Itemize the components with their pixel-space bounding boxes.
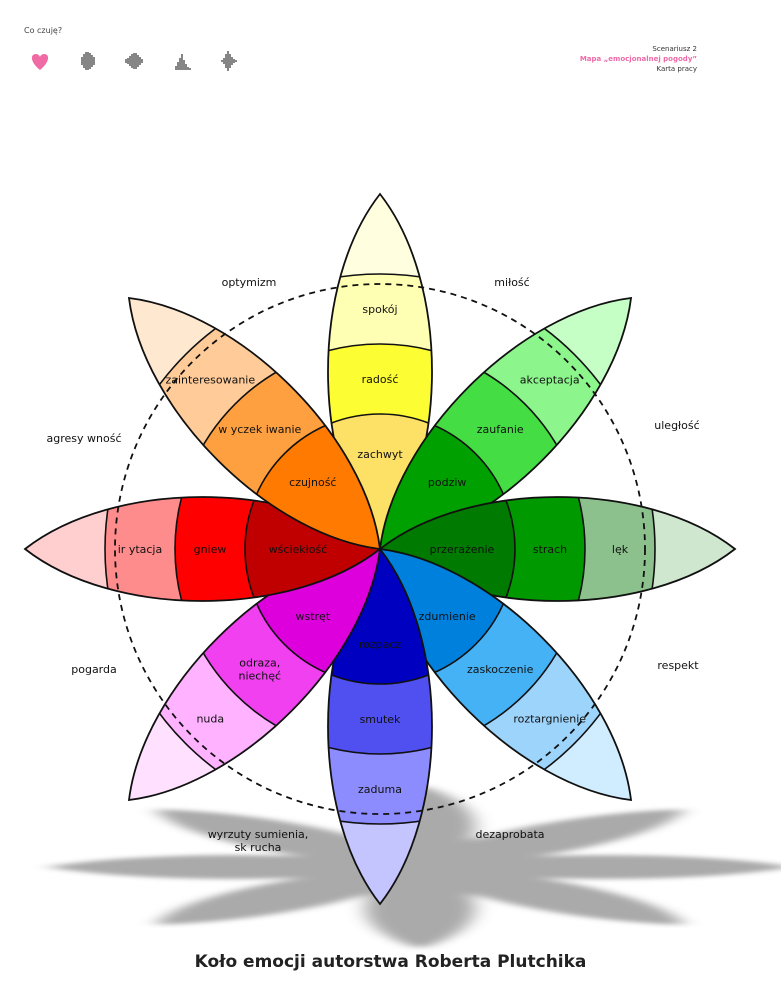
emotion-label: rozpacz xyxy=(359,638,402,651)
emotion-label: zachwyt xyxy=(357,448,403,461)
dyad-label: pogarda xyxy=(71,663,117,676)
dyad-label: dezaprobata xyxy=(475,828,544,841)
sound-wave-icon xyxy=(125,53,143,69)
emotion-label: w yczek iwanie xyxy=(218,423,301,436)
emotion-label: lęk xyxy=(612,543,629,556)
sound-wave-icon xyxy=(221,51,237,71)
wheel-shadow xyxy=(47,785,781,949)
emotion-label: czujność xyxy=(289,476,336,489)
dyad-ring xyxy=(114,283,646,815)
icon-row xyxy=(28,48,250,74)
dyad-label: agresy wność xyxy=(47,432,122,445)
bar-wave-icon xyxy=(175,54,191,70)
emotion-label: strach xyxy=(533,543,567,556)
emotion-label: radość xyxy=(362,373,399,386)
dyad-label: uległość xyxy=(654,419,699,432)
petal-top-left xyxy=(92,261,417,586)
dyad-label: optymizm xyxy=(222,276,277,289)
emotion-label: akceptacja xyxy=(520,373,580,386)
emotion-label: zaufanie xyxy=(477,423,524,436)
emotion-label: smutek xyxy=(360,713,401,726)
emotion-label: wściekłość xyxy=(269,543,328,556)
emotion-label: spokój xyxy=(362,303,397,316)
page-question: Co czuję? xyxy=(24,26,63,35)
heart-icon xyxy=(31,54,49,70)
emotion-label: podziw xyxy=(428,476,467,489)
emotion-label: zaskoczenie xyxy=(467,663,534,676)
emotion-label: gniew xyxy=(194,543,227,556)
dyad-label: wyrzuty sumienia,sk rucha xyxy=(208,828,309,854)
scenario-title: Mapa „emocjonalnej pogody” xyxy=(579,55,697,63)
emotion-label: nuda xyxy=(196,713,224,726)
dyad-label: respekt xyxy=(657,659,699,672)
emotion-label: ir ytacja xyxy=(118,543,162,556)
emotion-label: wstręt xyxy=(295,610,330,623)
dyad-label: miłość xyxy=(494,276,529,289)
scenario-header: Scenariusz 2 Mapa „emocjonalnej pogody” … xyxy=(580,44,697,74)
emotion-label: zainteresowanie xyxy=(165,373,255,386)
emotion-label: odraza,niechęć xyxy=(238,657,281,683)
sound-wave-icon xyxy=(81,52,95,70)
emotion-label: zdumienie xyxy=(419,610,476,623)
emotion-label: roztargnienie xyxy=(513,713,586,726)
scenario-number: Scenariusz 2 xyxy=(652,45,697,53)
scenario-subtitle: Karta pracy xyxy=(656,65,698,73)
caption: Koło emocji autorstwa Roberta Plutchika xyxy=(194,952,587,972)
emotion-label: przerażenie xyxy=(430,543,495,556)
emotion-label: zaduma xyxy=(358,783,402,796)
